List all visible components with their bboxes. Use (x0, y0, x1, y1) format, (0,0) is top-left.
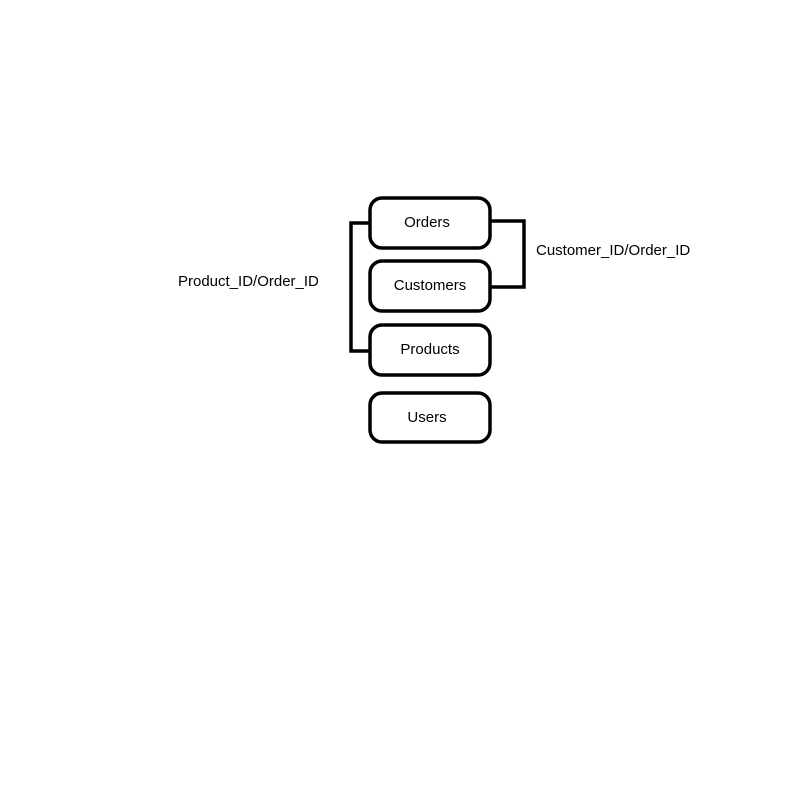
table-label-orders: Orders (404, 214, 450, 231)
edge-orders-customers (490, 219, 526, 289)
table-label-customers: Customers (394, 277, 467, 294)
edge-orders-products (349, 221, 370, 353)
table-node-products[interactable]: Products (368, 323, 492, 377)
table-node-users[interactable]: Users (368, 391, 492, 444)
table-node-customers[interactable]: Customers (368, 259, 492, 313)
edge-label-customer-order: Customer_ID/Order_ID (536, 242, 690, 259)
table-node-orders[interactable]: Orders (368, 196, 492, 250)
table-label-users: Users (407, 409, 446, 426)
edge-label-product-order: Product_ID/Order_ID (178, 273, 319, 290)
table-label-products: Products (400, 341, 459, 358)
